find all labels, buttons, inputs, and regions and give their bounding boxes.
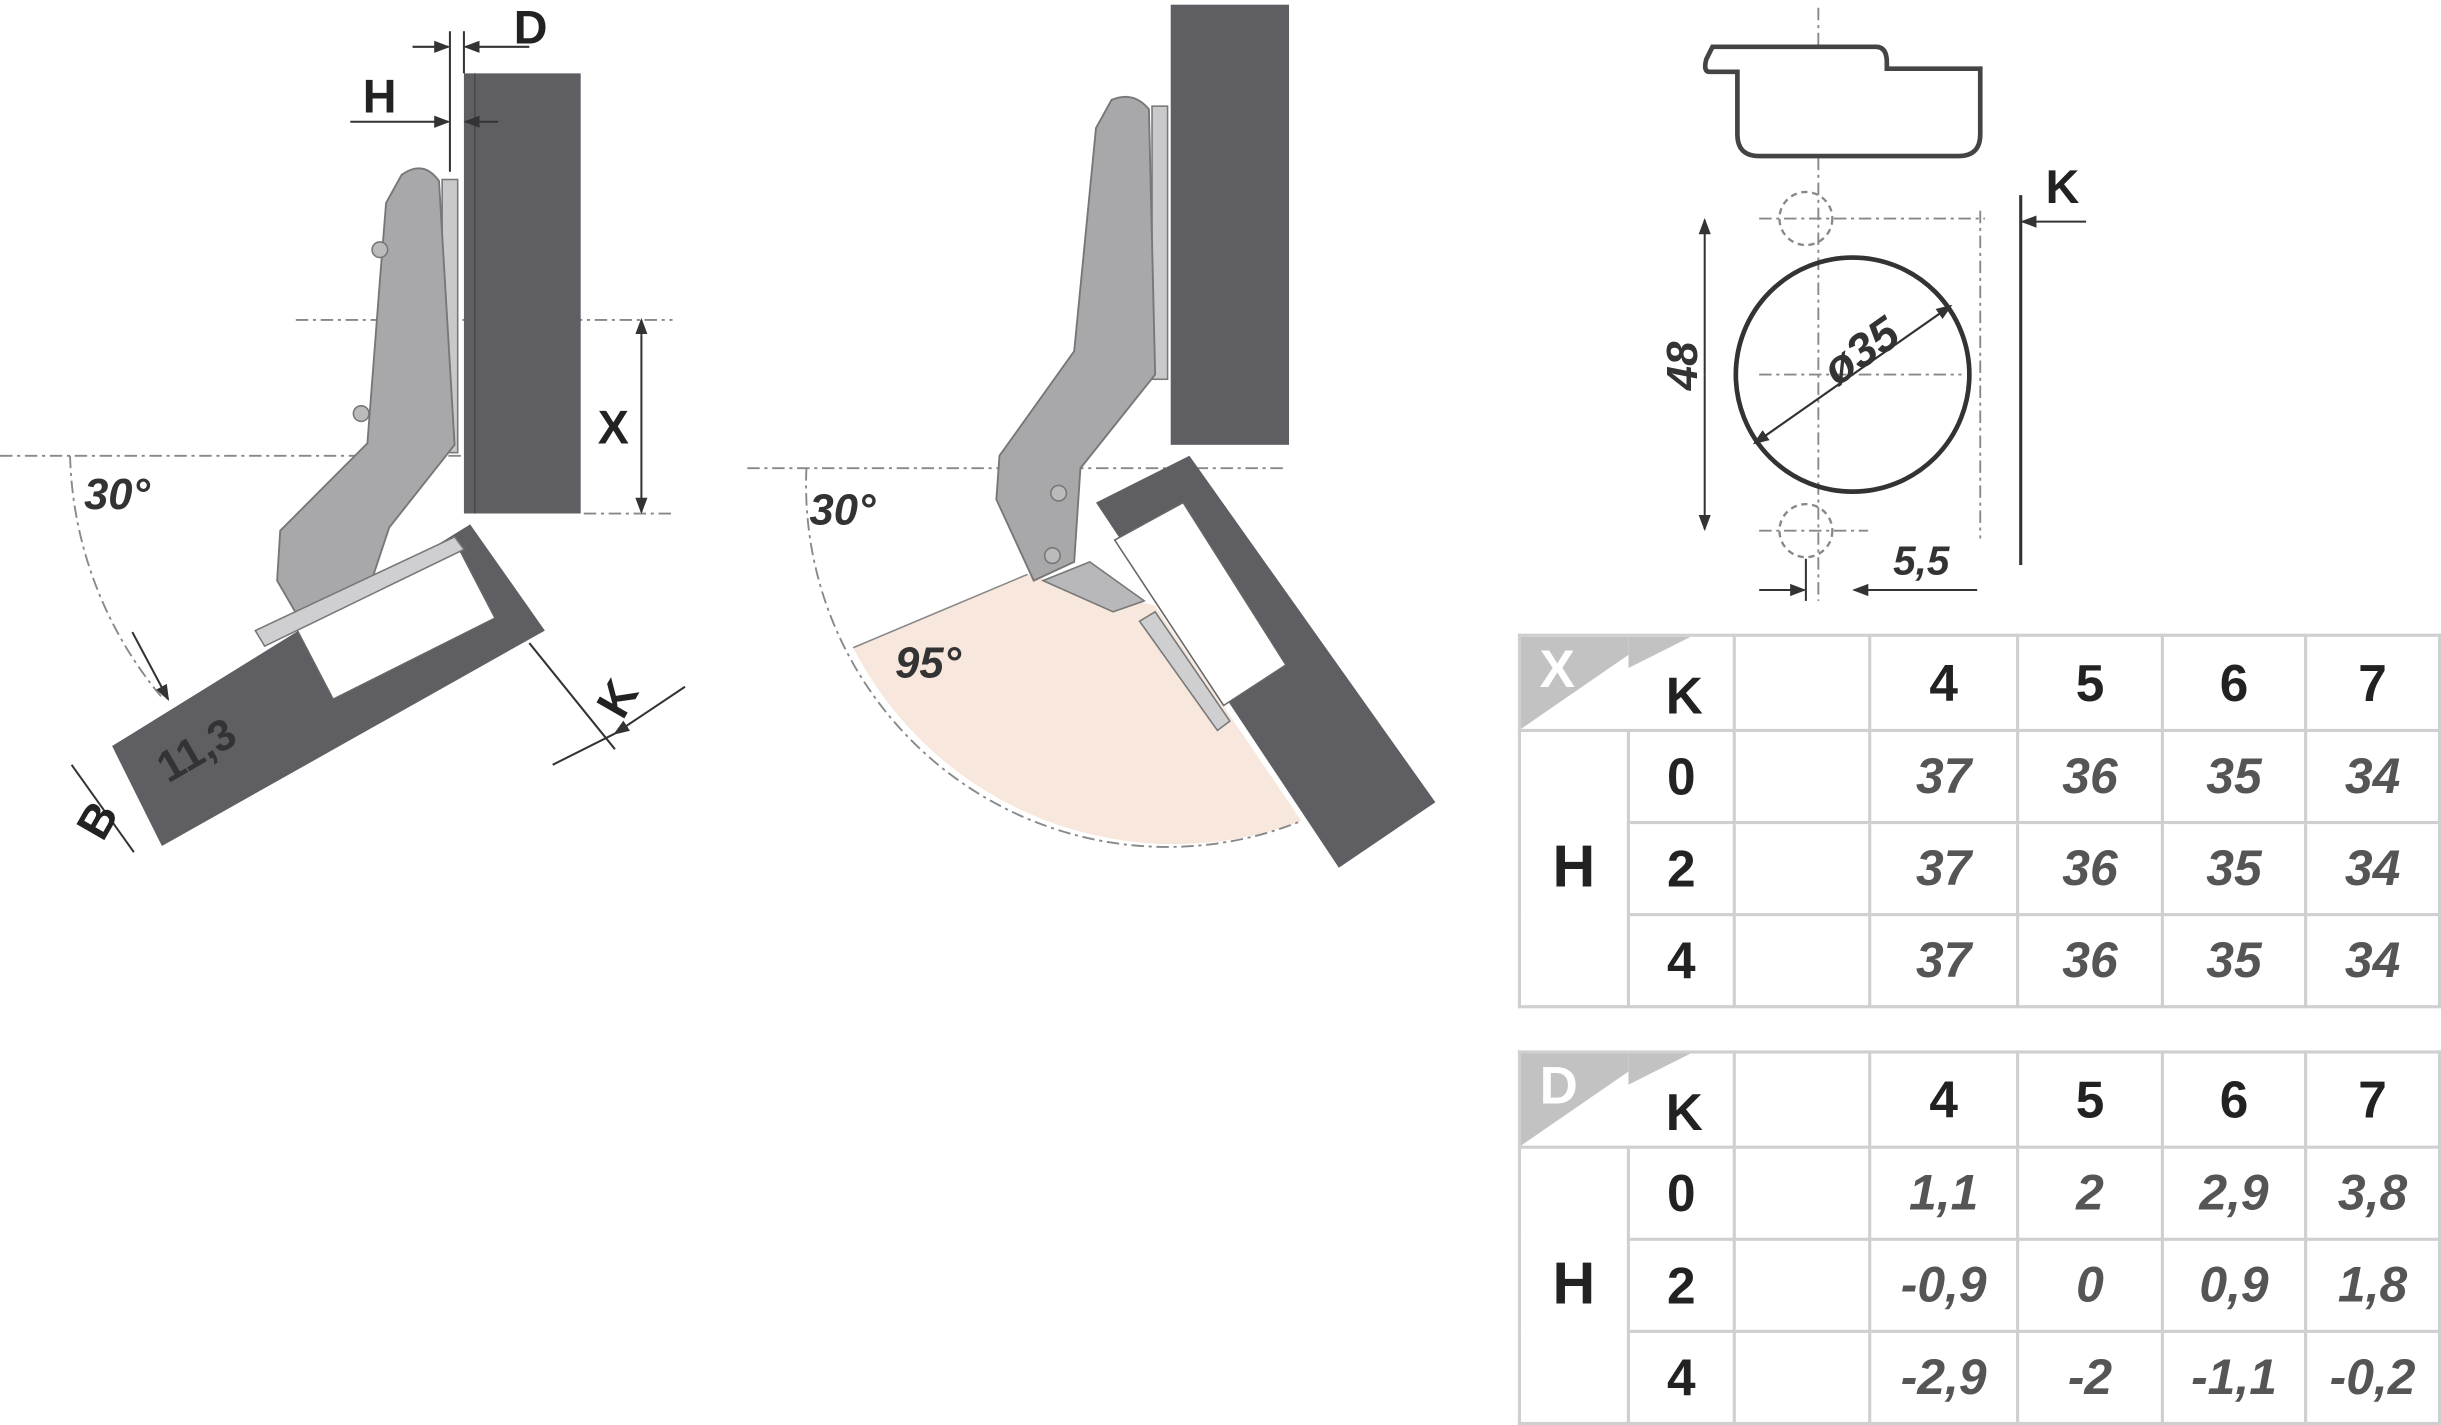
open-hinge-diagram: 30° 95° bbox=[747, 4, 1436, 868]
hinge-arm bbox=[995, 95, 1157, 582]
table-row: 4 -2,9 -2 -1,1 -0,2 bbox=[1519, 1329, 2441, 1425]
dimension-label-k-top: K bbox=[2046, 161, 2080, 213]
closed-hinge-diagram: D H X K B 11,3 30° bbox=[0, 2, 686, 853]
hinge-plate bbox=[254, 535, 466, 648]
cabinet-side-panel bbox=[1170, 4, 1290, 445]
table-row: H 0 1,1 2 2,9 3,8 bbox=[1517, 1145, 2441, 1425]
table-cell: 0 bbox=[2016, 1237, 2164, 1333]
corner-label-x: X bbox=[1539, 639, 1575, 700]
table-cell: -0,9 bbox=[1868, 1237, 2020, 1333]
dimension-label-x: X bbox=[598, 401, 629, 453]
hinge-cup-profile bbox=[1702, 44, 1983, 159]
d-dimension-table: D K 4 5 6 7 H 0 1,1 2 2,9 3,8 2 -0,9 0 0… bbox=[1517, 1050, 2441, 1425]
angle-arc bbox=[69, 455, 165, 700]
table-cell: 35 bbox=[2160, 820, 2308, 917]
k-value-header: 6 bbox=[2160, 633, 2308, 733]
h-label: H bbox=[1517, 728, 1630, 1009]
opening-angle-sector bbox=[853, 574, 1302, 845]
k-value-header: 7 bbox=[2304, 1050, 2441, 1149]
table-row: 4 37 36 35 34 bbox=[1519, 913, 2441, 1009]
cup-diameter-label: ø35 bbox=[1813, 306, 1910, 395]
table-cell: 34 bbox=[2304, 820, 2441, 917]
table-row: H 0 37 36 35 34 bbox=[1517, 728, 2441, 1009]
h-value: 0 bbox=[1626, 1145, 1736, 1241]
k-value-header: 5 bbox=[2016, 1050, 2164, 1149]
table-cell: 35 bbox=[2160, 728, 2308, 825]
k-value-header: 5 bbox=[2016, 633, 2164, 733]
table-cell: 3,8 bbox=[2304, 1145, 2441, 1241]
table-cell: 36 bbox=[2016, 728, 2164, 825]
hinge-arm bbox=[276, 167, 456, 620]
h-value: 2 bbox=[1626, 820, 1736, 917]
k-value-header: 4 bbox=[1868, 633, 2020, 733]
corner-label-d: D bbox=[1539, 1056, 1578, 1116]
table-cell: 2,9 bbox=[2160, 1145, 2308, 1241]
h-value: 2 bbox=[1626, 1237, 1736, 1333]
k-header: K bbox=[1628, 1050, 1736, 1149]
k-value-header: 6 bbox=[2160, 1050, 2308, 1149]
edge-offset-label: 5,5 bbox=[1893, 537, 1950, 583]
k-value-header: 4 bbox=[1868, 1050, 2020, 1149]
table-row: 2 37 36 35 34 bbox=[1519, 820, 2441, 917]
table-cell: 34 bbox=[2304, 728, 2441, 825]
cabinet-side-panel bbox=[463, 73, 581, 514]
table-cell: 37 bbox=[1868, 820, 2020, 917]
angle-label-30-open: 30° bbox=[810, 485, 876, 534]
cup-bore-circle bbox=[1733, 255, 1972, 494]
table-cell: -2 bbox=[2016, 1329, 2164, 1425]
table-cell: 2 bbox=[2016, 1145, 2164, 1241]
hinge-plate bbox=[1138, 610, 1231, 732]
table-cell: -2,9 bbox=[1868, 1329, 2020, 1425]
table-cell: 0,9 bbox=[2160, 1237, 2308, 1333]
hole-spacing-label: 48 bbox=[1658, 341, 1707, 391]
h-value: 4 bbox=[1626, 1329, 1736, 1425]
table-cell: 36 bbox=[2016, 913, 2164, 1009]
h-label: H bbox=[1517, 1145, 1630, 1425]
table-cell: 34 bbox=[2304, 913, 2441, 1009]
table-cell: 1,8 bbox=[2304, 1237, 2441, 1333]
table-cell: -1,1 bbox=[2160, 1329, 2308, 1425]
angle-label-95: 95° bbox=[895, 638, 961, 687]
table-cell: 37 bbox=[1868, 728, 2020, 825]
table-cell: 37 bbox=[1868, 913, 2020, 1009]
dimension-label-b: B bbox=[66, 793, 128, 848]
table-corner: D bbox=[1517, 1050, 1629, 1149]
x-dimension-table: X K 4 5 6 7 H 0 37 36 35 34 2 37 36 35 3… bbox=[1517, 633, 2441, 1009]
table-cell: 1,1 bbox=[1868, 1145, 2020, 1241]
h-value: 4 bbox=[1626, 913, 1736, 1009]
table-cell: -0,2 bbox=[2304, 1329, 2441, 1425]
screw-hole bbox=[1778, 502, 1834, 559]
table-cell: 35 bbox=[2160, 913, 2308, 1009]
hinge-cup bbox=[1113, 501, 1287, 707]
angle-label-30: 30° bbox=[84, 470, 150, 519]
table-row: 2 -0,9 0 0,9 1,8 bbox=[1519, 1237, 2441, 1333]
k-header: K bbox=[1628, 633, 1736, 733]
screw-hole bbox=[1778, 190, 1834, 247]
dimension-label-h: H bbox=[363, 70, 397, 122]
angle-arc bbox=[805, 468, 1302, 848]
table-cell: 36 bbox=[2016, 820, 2164, 917]
k-value-header: 7 bbox=[2304, 633, 2441, 733]
h-value: 0 bbox=[1626, 728, 1736, 825]
cup-drilling-diagram: ø35 48 5,5 K bbox=[1658, 7, 2087, 601]
table-corner: X bbox=[1517, 633, 1629, 733]
dimension-label-d: D bbox=[514, 2, 548, 54]
